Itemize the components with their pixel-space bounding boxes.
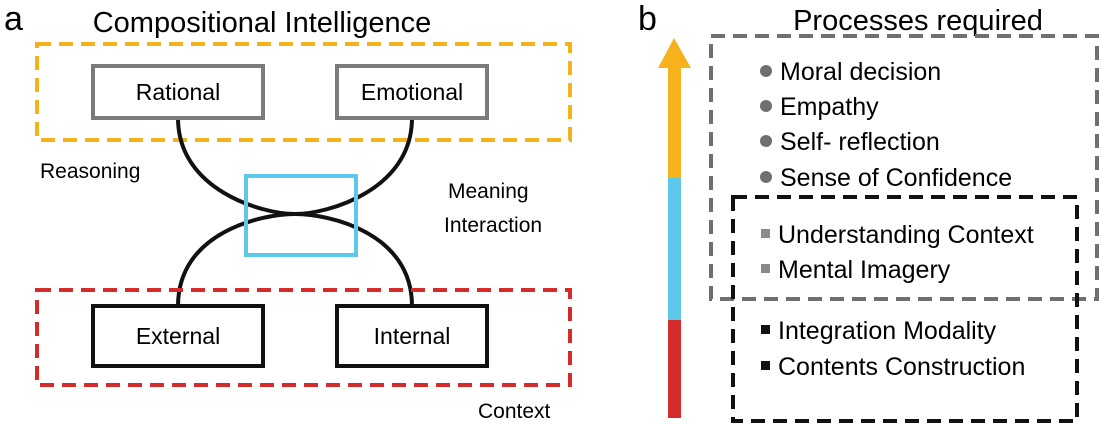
bottom-arc bbox=[176, 211, 414, 307]
arrow-segment-red bbox=[668, 320, 681, 418]
meaning-interaction-box bbox=[244, 174, 358, 257]
bullet-circle bbox=[760, 100, 772, 112]
process-item: Empathy bbox=[780, 93, 879, 121]
bullet-circle bbox=[760, 135, 772, 147]
process-item: Self- reflection bbox=[780, 128, 940, 156]
process-item: Integration Modality bbox=[778, 317, 997, 345]
emotional-box bbox=[335, 64, 489, 120]
bullet-circle bbox=[760, 171, 772, 183]
process-item: Mental Imagery bbox=[778, 256, 951, 284]
external-label: External bbox=[136, 323, 220, 349]
emotional-label: Emotional bbox=[361, 79, 463, 105]
meaning-label-line2: Interaction bbox=[444, 214, 542, 237]
process-item: Contents Construction bbox=[778, 353, 1025, 381]
rational-box bbox=[91, 64, 265, 120]
top-arc bbox=[176, 117, 414, 217]
context-frame bbox=[35, 288, 572, 387]
bullet-square-gray bbox=[761, 264, 770, 273]
arrow-head bbox=[658, 38, 691, 68]
bullet-square-black bbox=[761, 361, 770, 370]
internal-box bbox=[335, 304, 489, 368]
process-item: Understanding Context bbox=[778, 221, 1034, 249]
gray-process-frame bbox=[709, 34, 1099, 301]
panel-a-title: Compositional Intelligence bbox=[93, 7, 432, 39]
process-item: Sense of Confidence bbox=[780, 164, 1012, 192]
external-box bbox=[91, 304, 265, 368]
bullet-circle bbox=[760, 65, 772, 77]
bullet-square-black bbox=[761, 325, 770, 334]
panel-b-title: Processes required bbox=[793, 5, 1043, 37]
context-label: Context bbox=[478, 400, 551, 423]
black-process-frame bbox=[731, 195, 1079, 423]
panel-a-letter: a bbox=[4, 0, 23, 38]
arrow-segment-yellow bbox=[668, 66, 681, 178]
internal-label: Internal bbox=[374, 323, 451, 349]
reasoning-label: Reasoning bbox=[40, 160, 140, 183]
meaning-label-line1: Meaning bbox=[448, 180, 529, 203]
arrow-segment-blue bbox=[668, 178, 681, 320]
process-item: Moral decision bbox=[780, 58, 941, 86]
reasoning-frame bbox=[35, 42, 572, 142]
rational-label: Rational bbox=[136, 79, 220, 105]
panel-b-letter: b bbox=[638, 0, 657, 38]
bullet-square-gray bbox=[761, 229, 770, 238]
